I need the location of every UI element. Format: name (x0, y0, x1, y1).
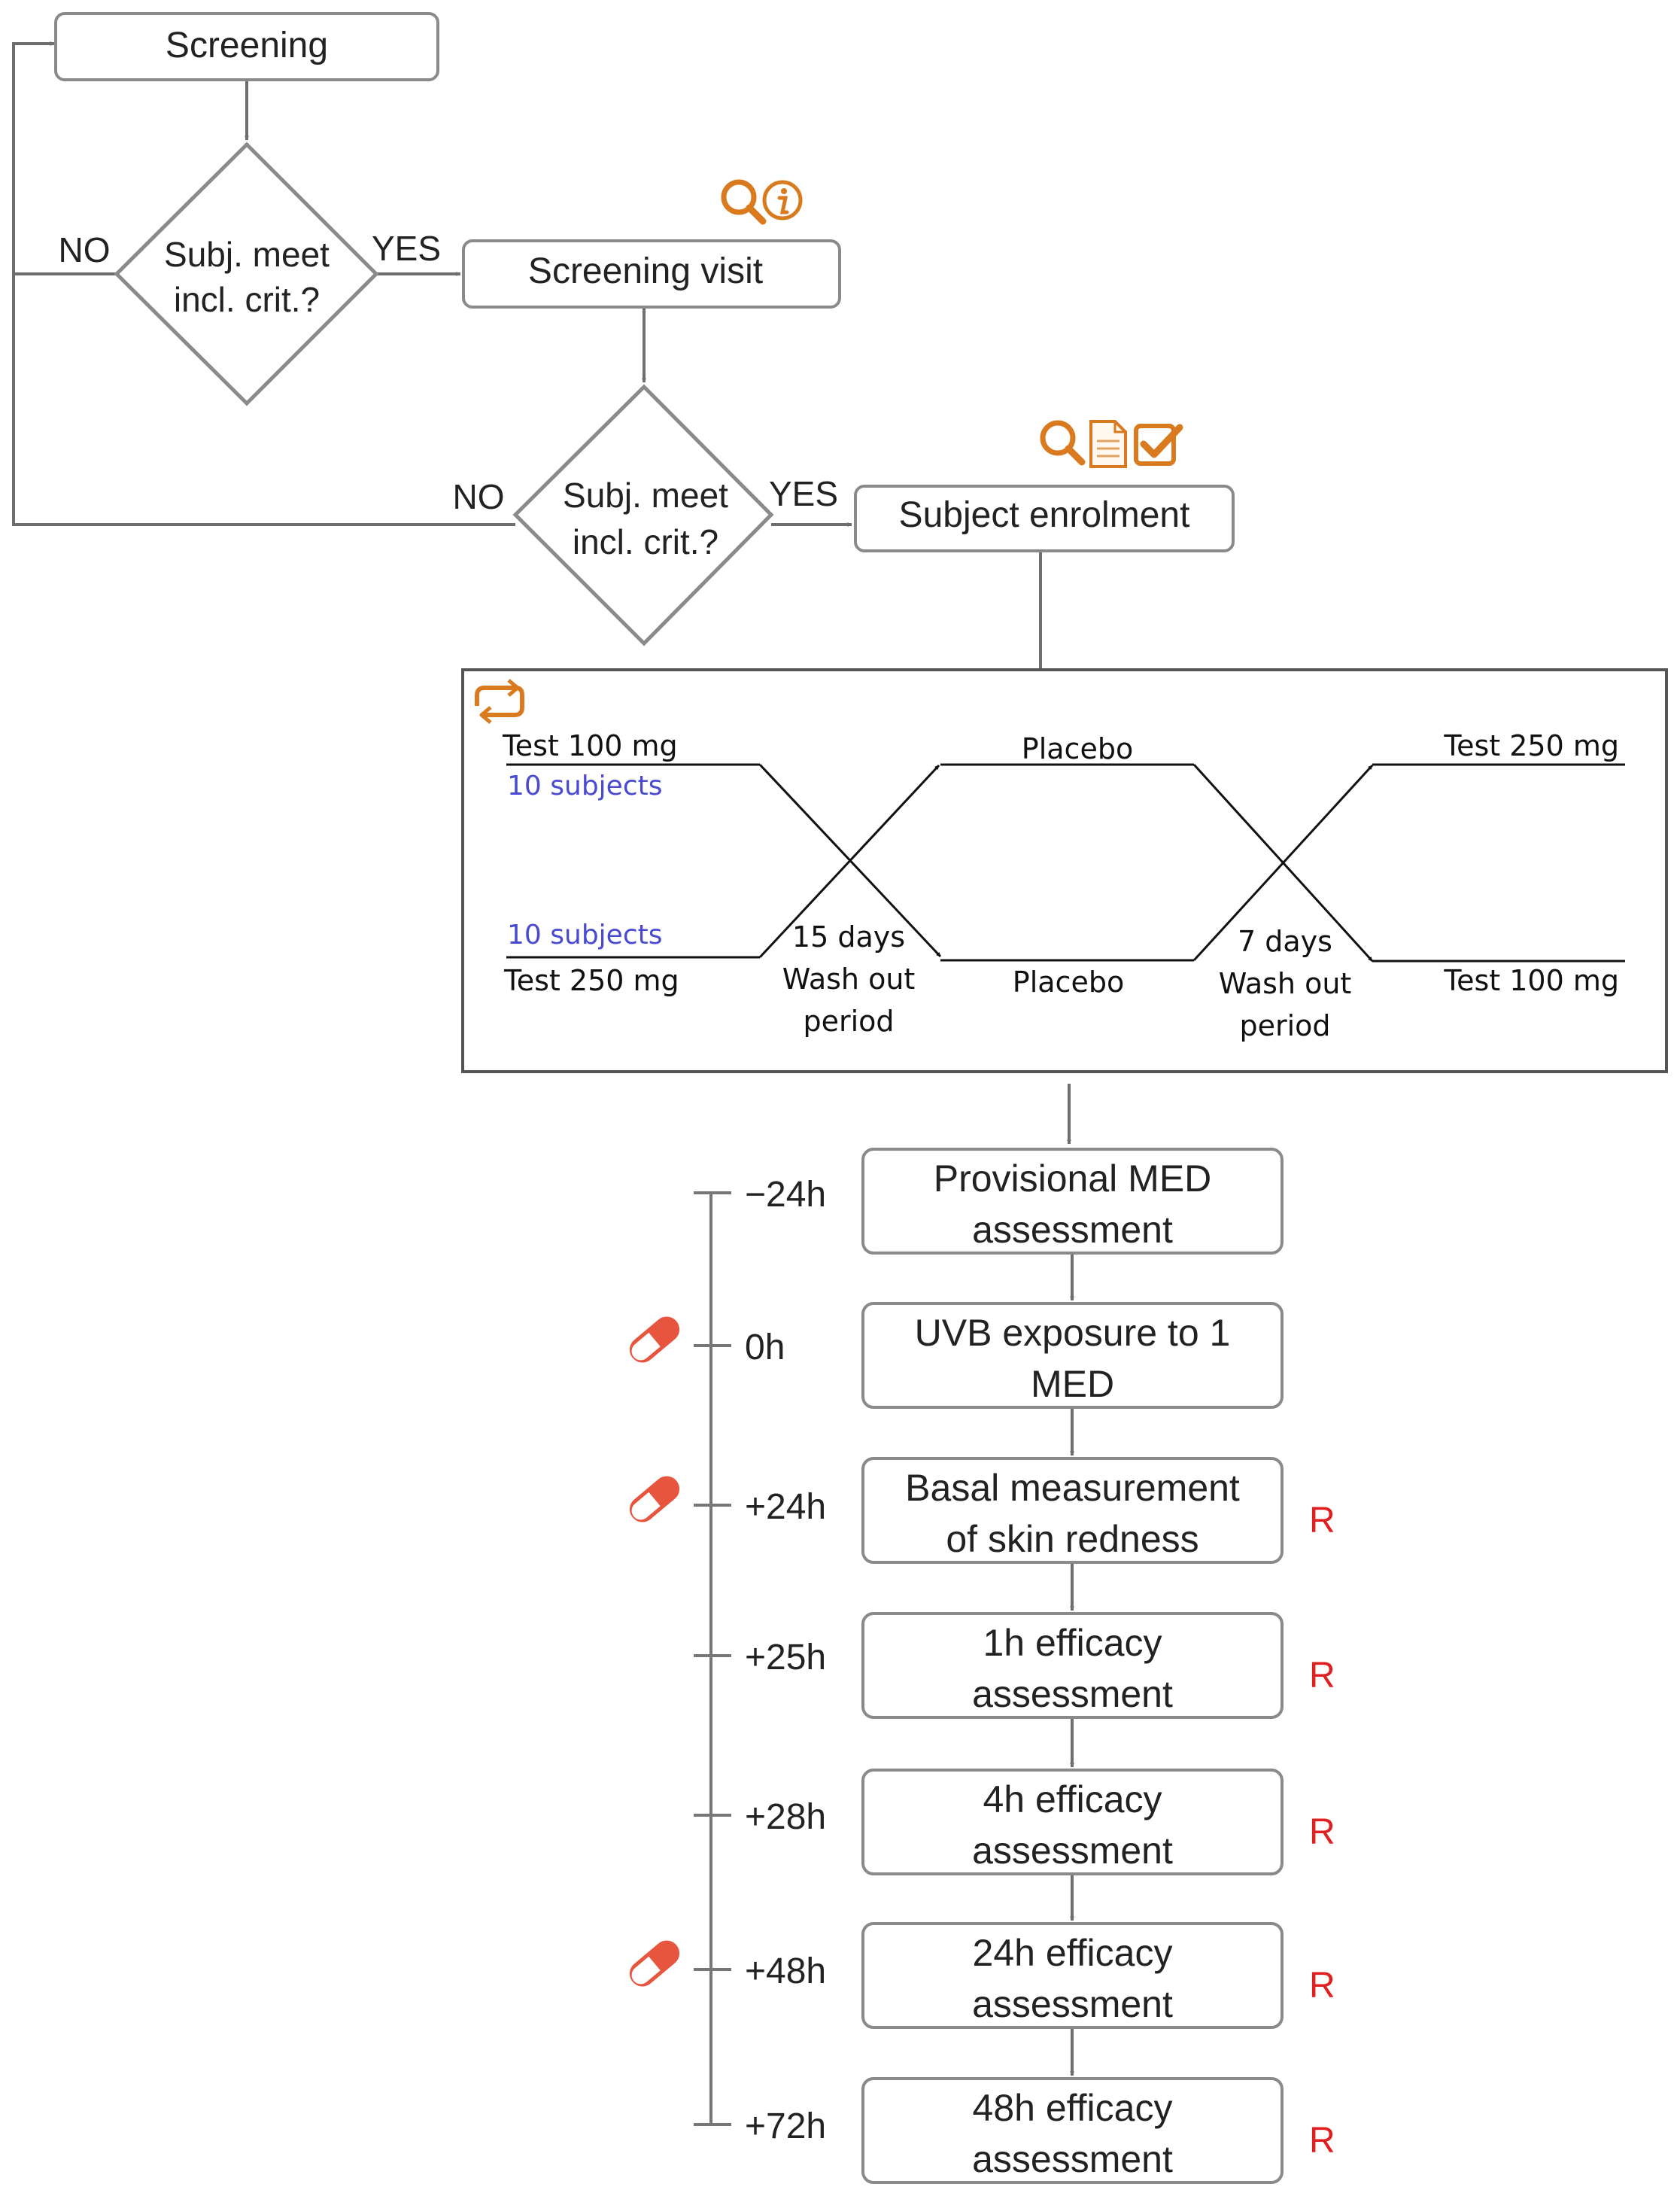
magnifier-icon (721, 179, 767, 225)
washout-1-label: Wash out (782, 963, 916, 996)
pill-icon (624, 1311, 685, 1368)
redness-marker: R (1309, 1812, 1335, 1852)
timeline-step-line2: assessment (972, 2138, 1173, 2180)
placebo-bottom-label: Placebo (1013, 966, 1124, 999)
timeline-step: 0h UVB exposure to 1 MED (624, 1302, 1284, 1456)
arm-b-end-label: Test 100 mg (1443, 964, 1619, 997)
decision-2: Subj. meet incl. crit.? NO YES (453, 384, 838, 646)
timeline-step-box (861, 1148, 1284, 1255)
washout-2-duration: 7 days (1238, 925, 1332, 958)
document-icon (1089, 420, 1127, 468)
timeline-step-line2: assessment (972, 1209, 1173, 1251)
timeline: −24h Provisional MED assessment 0h UVB expos… (624, 1148, 1335, 2184)
timeline-step-line1: UVB exposure to 1 (915, 1312, 1231, 1354)
timeline-time-label: +28h (745, 1797, 826, 1837)
arm-b-start-label: Test 250 mg (503, 964, 679, 997)
timeline-step: +24h Basal measurement of skin redness R (624, 1457, 1335, 1611)
timeline-step-line1: 24h efficacy (973, 1932, 1173, 1974)
decision-1-line2: incl. crit.? (174, 280, 320, 319)
timeline-step: +72h 48h efficacy assessment R (694, 2077, 1335, 2184)
timeline-step-line2: assessment (972, 1829, 1173, 1872)
timeline-time-label: 0h (745, 1328, 785, 1367)
decision-2-no-label: NO (453, 477, 505, 516)
washout-2: 7 days Wash out period (1219, 925, 1352, 1042)
arm-a-subject-count: 10 subjects (507, 771, 663, 801)
decision-2-line2: incl. crit.? (573, 522, 718, 561)
subject-enrolment-box: Subject enrolment (854, 485, 1235, 552)
timeline-step: +48h 24h efficacy assessment R (624, 1922, 1335, 2076)
redness-marker: R (1309, 1656, 1335, 1696)
redness-marker: R (1309, 1966, 1335, 2006)
screening-visit-box: Screening visit (462, 239, 841, 309)
timeline-step-box (861, 2077, 1284, 2184)
decision-2-line1: Subj. meet (563, 476, 728, 515)
arm-a-start-label: Test 100 mg (502, 729, 678, 762)
screening-label: Screening (166, 26, 328, 65)
timeline-time-label: +24h (745, 1487, 826, 1527)
washout-1-duration: 15 days (792, 920, 905, 954)
timeline-step-box (861, 1302, 1284, 1409)
flow-connectors (12, 41, 1042, 670)
arm-a-end-label: Test 250 mg (1443, 729, 1619, 762)
redness-marker: R (1309, 2121, 1335, 2161)
decision-1-no-label: NO (59, 230, 111, 269)
subject-enrolment-label: Subject enrolment (899, 495, 1190, 535)
checkbox-icon (1134, 424, 1183, 466)
washout-1: 15 days Wash out period (782, 920, 916, 1038)
timeline-step-line2: assessment (972, 1983, 1173, 2025)
timeline-step-line1: 48h efficacy (973, 2087, 1173, 2129)
timeline-time-label: −24h (745, 1175, 826, 1215)
timeline-step: −24h Provisional MED assessment (694, 1148, 1284, 1301)
timeline-step-box (861, 1612, 1284, 1719)
decision-1-yes-label: YES (372, 229, 441, 268)
timeline-step: +28h 4h efficacy assessment R (694, 1769, 1335, 1921)
screening-visit-label: Screening visit (528, 251, 763, 291)
redness-marker: R (1309, 1501, 1335, 1541)
washout-1-period: period (803, 1005, 894, 1038)
pill-icon (624, 1935, 685, 1992)
timeline-step-box (861, 1922, 1284, 2029)
timeline-time-label: +25h (745, 1638, 826, 1677)
repeat-icon (475, 679, 524, 724)
washout-2-period: period (1239, 1009, 1330, 1042)
placebo-top-label: Placebo (1022, 732, 1133, 765)
pill-icon (624, 1471, 685, 1528)
info-icon (762, 180, 803, 221)
timeline-step: +25h 1h efficacy assessment R (694, 1612, 1335, 1768)
timeline-step-line1: 4h efficacy (983, 1778, 1162, 1820)
arm-b-subject-count: 10 subjects (507, 920, 663, 950)
timeline-time-label: +72h (745, 2106, 826, 2146)
timeline-step-line1: 1h efficacy (983, 1622, 1162, 1664)
screening-box: Screening (54, 12, 439, 81)
timeline-step-box (861, 1769, 1284, 1875)
timeline-step-line1: Provisional MED (934, 1157, 1212, 1200)
timeline-step-line2: MED (1031, 1363, 1114, 1405)
decision-1: Subj. meet incl. crit.? NO YES (59, 141, 441, 406)
timeline-step-line1: Basal measurement (905, 1467, 1240, 1509)
crossover-panel: Test 100 mg 10 subjects 10 subjects Test… (461, 668, 1668, 1073)
washout-2-label: Wash out (1219, 967, 1352, 1000)
decision-1-line1: Subj. meet (164, 235, 330, 274)
magnifier-icon (1040, 420, 1086, 466)
timeline-step-line2: assessment (972, 1673, 1173, 1715)
timeline-step-box (861, 1457, 1284, 1564)
timeline-time-label: +48h (745, 1951, 826, 1991)
timeline-step-line2: of skin redness (946, 1518, 1198, 1560)
decision-2-yes-label: YES (769, 474, 838, 513)
